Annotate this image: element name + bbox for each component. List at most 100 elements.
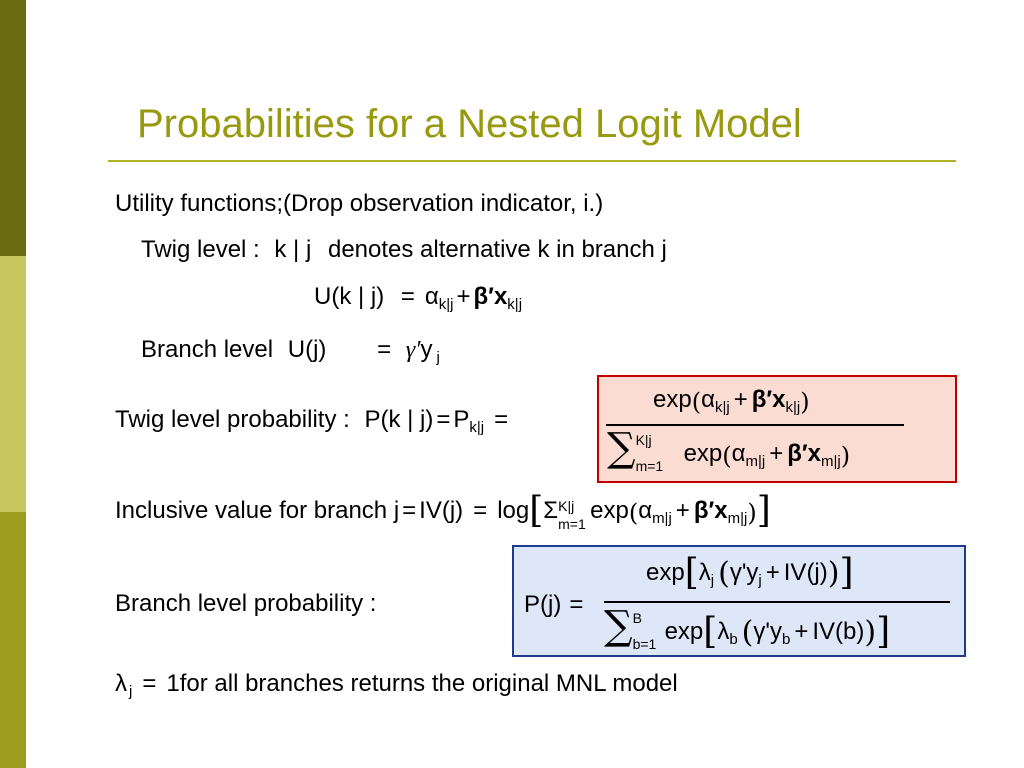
twig-level-line: Twig level : k | j denotes alternative k… bbox=[141, 235, 667, 265]
summation-limits: K|j m=1 bbox=[635, 431, 674, 475]
x-vector: x bbox=[807, 440, 822, 467]
sum-lower-limit: b=1 bbox=[632, 635, 657, 652]
p-kj: P(k | j) bbox=[364, 406, 434, 433]
left-bracket: [ bbox=[684, 552, 699, 593]
subscript-j: j bbox=[758, 572, 762, 589]
lambda-symbol: λ bbox=[115, 670, 127, 697]
equals: = bbox=[400, 283, 415, 310]
subscript-j: j bbox=[436, 349, 440, 366]
plus: + bbox=[794, 618, 809, 645]
p-symbol: P bbox=[453, 406, 470, 433]
right-bracket: ] bbox=[756, 490, 771, 531]
twig-probability-line: Twig level probability : P(k | j)=Pk|j= bbox=[115, 405, 508, 443]
gamma-y: γ'y bbox=[729, 559, 759, 586]
sum-upper-limit: K|j bbox=[635, 431, 652, 448]
right-bracket: ] bbox=[876, 611, 891, 652]
right-paren: ) bbox=[827, 556, 840, 591]
inclusive-value-line: Inclusive value for branch j=IV(j)=log[Σ… bbox=[115, 493, 771, 534]
equals: = bbox=[377, 336, 392, 363]
x-vector: x bbox=[714, 497, 728, 524]
subscript-mj: m|j bbox=[652, 510, 672, 527]
sum-upper-limit: B bbox=[632, 609, 642, 626]
gamma-prime: γ′ bbox=[405, 337, 421, 363]
u-j: U(j) bbox=[287, 336, 327, 363]
equals: = bbox=[402, 497, 417, 524]
branch-prob-label: Branch level probability : bbox=[115, 590, 377, 617]
u-kj: U(k | j) bbox=[314, 283, 385, 310]
plus: + bbox=[733, 386, 748, 413]
twig-kj: k | j bbox=[274, 236, 312, 263]
equals: = bbox=[473, 497, 488, 524]
plus: + bbox=[769, 440, 784, 467]
exp-function: exp bbox=[664, 618, 704, 645]
sum-lower-limit: m=1 bbox=[558, 515, 586, 532]
branch-prob-fraction-bar bbox=[604, 601, 950, 603]
final-text: for all branches returns the original MN… bbox=[179, 670, 678, 697]
lambda-symbol: λ bbox=[698, 559, 711, 586]
slide-title: Probabilities for a Nested Logit Model bbox=[137, 102, 802, 146]
right-paren: ) bbox=[864, 615, 877, 650]
x-vector: x bbox=[772, 386, 786, 413]
exp-function: exp bbox=[653, 386, 692, 413]
twig-probability-box bbox=[597, 375, 957, 483]
sidebar-band-light bbox=[0, 256, 26, 512]
plus: + bbox=[456, 283, 471, 310]
y-vector: y bbox=[420, 336, 433, 363]
subscript-b: b bbox=[729, 631, 738, 648]
beta-prime: β′ bbox=[473, 283, 494, 310]
alpha-symbol: α bbox=[731, 440, 746, 467]
x-vector: x bbox=[493, 283, 508, 310]
subscript-j: j bbox=[129, 683, 133, 700]
subscript-kj: k|j bbox=[507, 296, 523, 313]
subscript-kj: k|j bbox=[785, 399, 801, 416]
exp-function: exp bbox=[683, 440, 723, 467]
p-j: P(j) bbox=[524, 591, 562, 618]
title-underline bbox=[108, 160, 956, 162]
one: 1 bbox=[166, 670, 180, 697]
subscript-b: b bbox=[781, 631, 791, 648]
exp-function: exp bbox=[590, 497, 629, 524]
beta-prime: β′ bbox=[751, 386, 773, 413]
log-function: log bbox=[497, 497, 530, 524]
equals: = bbox=[142, 670, 157, 697]
iv-b: IV(b) bbox=[812, 618, 865, 645]
right-bracket: ] bbox=[839, 552, 854, 593]
summation-icon: ∑ bbox=[604, 603, 633, 649]
left-bracket: [ bbox=[529, 490, 544, 531]
equals: = bbox=[436, 406, 451, 433]
twig-prob-label: Twig level probability : bbox=[115, 406, 350, 433]
sidebar-band-olive bbox=[0, 512, 26, 768]
subscript-kj: k|j bbox=[469, 419, 485, 436]
subscript-kj: k|j bbox=[714, 399, 730, 416]
beta-prime: β′ bbox=[787, 440, 808, 467]
twig-prob-fraction-bar bbox=[606, 424, 904, 426]
utility-twig-equation: U(k | j) =αk|j+β′xk|j bbox=[314, 282, 522, 320]
twig-denotes: denotes alternative k in branch j bbox=[327, 236, 667, 263]
branch-prob-lhs: P(j) = bbox=[524, 590, 583, 620]
lambda-symbol: λ bbox=[717, 618, 730, 645]
alpha-symbol: α bbox=[701, 386, 715, 413]
left-paren: ( bbox=[718, 556, 730, 591]
sum-lower-limit: m=1 bbox=[635, 457, 664, 474]
exp-function: exp bbox=[646, 559, 685, 586]
alpha-symbol: α bbox=[638, 497, 653, 524]
iv-j: IV(j) bbox=[783, 559, 828, 586]
sum-upper-limit: K|j bbox=[558, 497, 575, 514]
twig-level-label: Twig level : bbox=[141, 236, 260, 263]
branch-prob-numerator: exp[λj(γ'yj+IV(j))] bbox=[646, 555, 854, 596]
subscript-mj: m|j bbox=[727, 510, 748, 527]
subscript-kj: k|j bbox=[438, 296, 454, 313]
plus: + bbox=[765, 559, 780, 586]
beta-prime: β′ bbox=[693, 497, 715, 524]
sigma-symbol: Σ bbox=[543, 497, 559, 524]
twig-prob-numerator: exp(αk|j+β′xk|j) bbox=[653, 386, 810, 416]
iv-j: IV(j) bbox=[419, 497, 464, 524]
gamma-y: γ'y bbox=[753, 618, 782, 645]
equals: = bbox=[569, 591, 584, 618]
inclusive-label: Inclusive value for branch j bbox=[115, 497, 400, 524]
